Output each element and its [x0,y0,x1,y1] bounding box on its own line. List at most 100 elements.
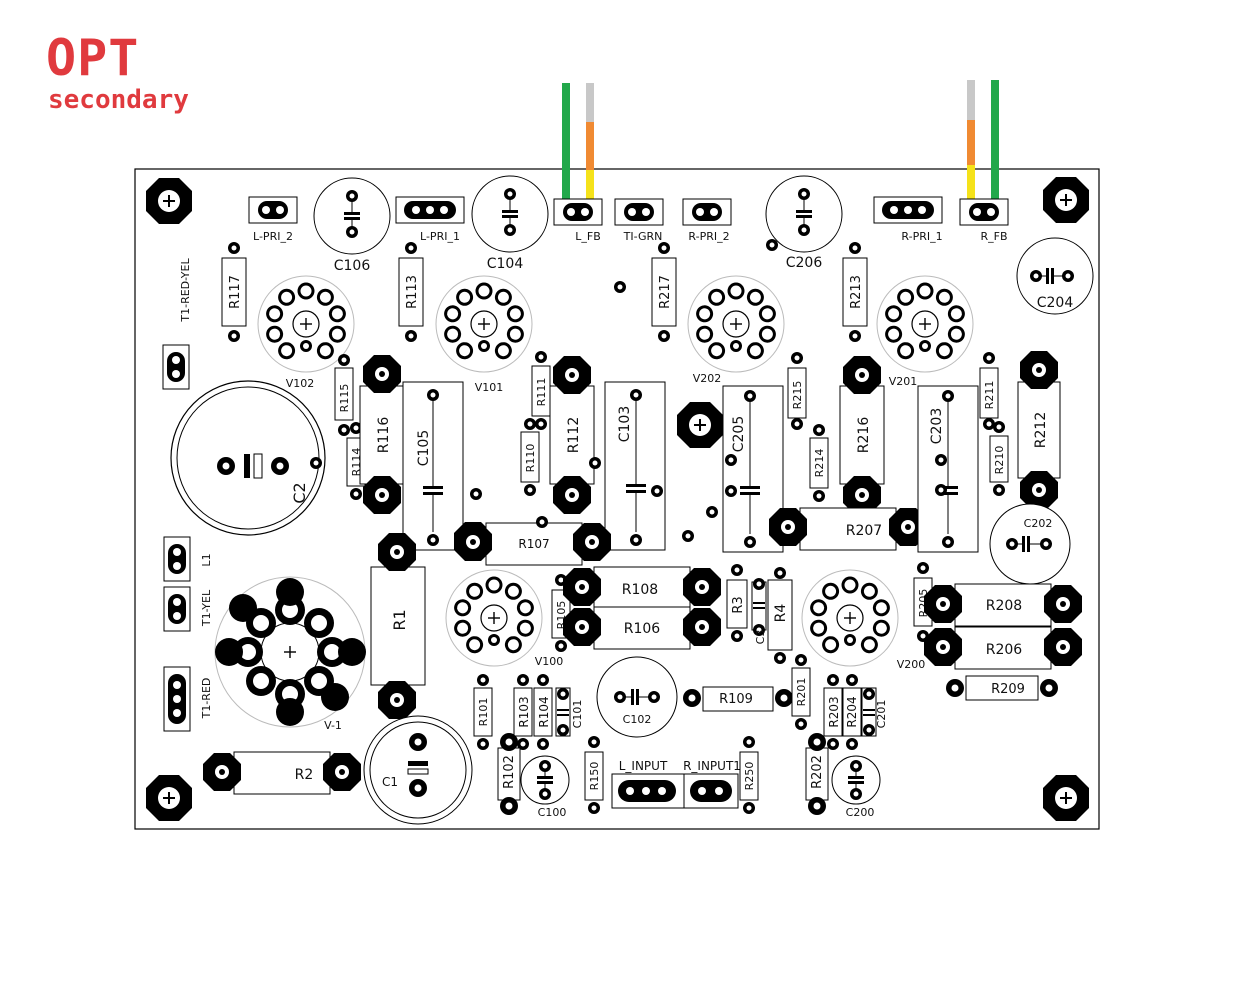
label-c102: C102 [623,713,652,726]
resistor-r206: R206 [924,626,1082,670]
capacitor-c205: C205 [722,385,784,553]
svg-text:R215: R215 [791,381,804,410]
connector-l-pri-1 [395,196,465,224]
capacitor-c201: C201 [861,687,888,737]
svg-text:C201: C201 [875,700,888,729]
svg-text:R101: R101 [477,698,490,727]
label-v1: V-1 [324,719,342,732]
connector-t1-yel [163,586,191,632]
resistor-r106: R106 [563,606,721,650]
label-v102: V102 [286,377,315,390]
tube-socket-v201 [876,275,974,373]
svg-text:R3: R3 [731,596,746,613]
resistor-r207: R207 [769,507,927,551]
label-l1: L1 [200,553,213,566]
capacitor-c203: C203 [917,385,979,553]
label-t1-red-yel: T1-RED-YEL [179,258,192,323]
resistor-r113: R113 [398,242,424,342]
svg-text:R116: R116 [376,417,392,454]
mounting-hole [676,401,724,449]
capacitor-c105: C105 [402,381,464,551]
svg-text:R207: R207 [846,523,882,539]
connector-r-input [683,773,739,809]
heading-opt: OPT [46,29,140,87]
label-c104: C104 [487,256,524,272]
svg-text:R104: R104 [537,696,551,727]
connector-l-input [611,773,685,809]
svg-text:R211: R211 [983,381,996,410]
resistor-r216: R216 [839,356,885,514]
connector-l-fb [553,198,603,226]
label-c2: C2 [290,482,309,503]
resistor-r110: R110 [520,418,540,496]
resistor-r214: R214 [809,424,829,502]
label-c200: C200 [846,806,875,819]
resistor-r108: R108 [563,566,721,610]
svg-text:R115: R115 [338,384,351,413]
mounting-hole [145,177,193,225]
svg-text:R209: R209 [991,682,1025,697]
resistor-r202: R202 [805,733,829,815]
resistor-r211: R211 [979,352,999,430]
svg-text:R4: R4 [773,604,789,623]
label-t1-red: T1-RED [200,678,213,720]
tube-socket-v101 [435,275,533,373]
svg-text:R108: R108 [622,582,658,598]
connector-t1-red-yel [162,344,190,390]
label-v202: V202 [693,372,722,385]
svg-text:C205: C205 [731,416,747,453]
label-c204: C204 [1037,295,1074,311]
resistor-r201: R201 [791,654,811,730]
svg-text:R217: R217 [658,275,673,309]
label-v100: V100 [535,655,564,668]
svg-text:R117: R117 [228,275,243,309]
resistor-r107: R107 [454,516,611,566]
svg-text:R204: R204 [845,696,859,727]
connector-l1 [163,536,191,582]
resistor-r4: R4 [767,567,793,664]
connector-r-pri-1 [873,196,943,224]
resistor-r115: R115 [334,354,354,436]
svg-text:R206: R206 [986,642,1023,658]
resistor-r208: R208 [924,583,1082,627]
label-v200: V200 [897,658,926,671]
svg-text:R216: R216 [856,417,872,454]
svg-text:R1: R1 [390,609,409,630]
capacitor-c3: C3 [751,578,767,645]
resistor-r212: R212 [1017,351,1061,509]
tube-socket-v202 [687,275,785,373]
svg-text:C3: C3 [754,630,767,645]
label-r-input: R_INPUT1 [683,759,741,773]
connector-ti-grn [614,198,664,226]
capacitor-c104 [471,175,549,253]
resistor-r217: R217 [651,242,677,342]
svg-text:R203: R203 [827,696,841,727]
svg-text:C103: C103 [617,406,633,443]
svg-text:R214: R214 [813,449,826,478]
resistor-r213: R213 [842,242,868,342]
resistor-r109: R109 [683,686,793,712]
label-ti-grn: TI-GRN [623,230,663,243]
capacitor-c206 [765,175,843,253]
svg-text:R102: R102 [502,755,517,789]
resistor-r215: R215 [787,352,807,430]
mounting-hole [145,774,193,822]
label-v201: V201 [889,375,918,388]
resistor-r116: R116 [359,355,405,514]
label-v101: V101 [475,381,504,394]
connector-r-fb [959,198,1009,226]
resistor-r209: R209 [946,675,1058,701]
label-r-pri-2: R-PRI_2 [688,230,729,243]
label-c100: C100 [538,806,567,819]
label-l-fb: L_FB [575,230,601,243]
tube-socket-v200 [801,569,899,667]
svg-text:R103: R103 [517,696,531,727]
tube-socket-v1 [214,576,366,728]
svg-text:R250: R250 [743,762,756,791]
label-r-fb: R_FB [980,230,1007,243]
resistor-r204: R204 [842,674,862,750]
svg-text:C203: C203 [929,408,945,445]
resistor-r203: R203 [823,674,843,750]
tube-socket-v100 [445,569,543,667]
